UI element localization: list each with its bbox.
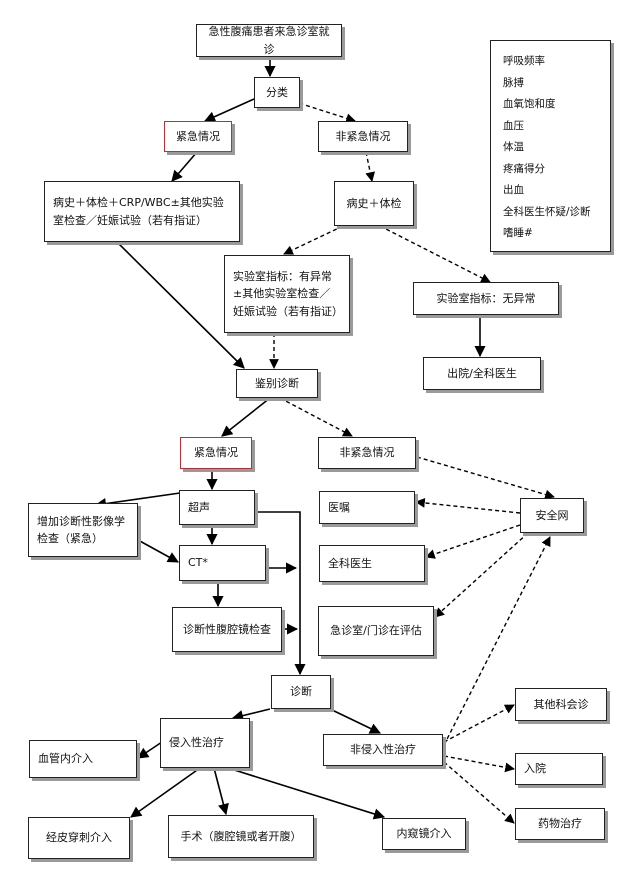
edge-triage-nonurgent1 (285, 98, 356, 123)
node-workup-urgent: 病史＋体检＋CRP/WBC±其他实验室检查／妊娠试验（若有指证） (44, 181, 240, 242)
edge-nonurgent1-workup (365, 151, 376, 182)
node-consult: 其他科会诊 (515, 688, 607, 721)
node-urgent-1: 紧急情况 (164, 121, 232, 152)
node-intravascular: 血管内介入 (29, 740, 137, 778)
edge-nonurgent2-safetynet (416, 456, 555, 500)
edge-noninvasive-admit (443, 755, 515, 773)
edge-urgent1-workup (171, 151, 198, 182)
node-start: 急性腹痛患者来急诊室就诊 (196, 24, 342, 57)
node-ct: CT* (179, 545, 266, 581)
node-diagnosis: 诊断 (271, 675, 331, 709)
edge-safetynet-advice (415, 498, 521, 514)
node-laparoscopy-dx: 诊断性腹腔镜检查 (172, 607, 282, 652)
vital-signs-legend: 呼吸频率 脉搏 血氧饱和度 血压 体温 疼痛得分 出血 全科医生怀疑/诊断 嗜睡… (490, 40, 611, 252)
legend-item: 出血 (503, 184, 524, 196)
legend-item: 脉搏 (503, 76, 524, 89)
edge-noninvasive-safetynet (443, 536, 551, 746)
edge-imaging-ct (137, 539, 179, 563)
legend-item: 呼吸频率 (503, 55, 545, 67)
node-surgery: 手术（腹腔镜或者开腹） (168, 815, 314, 858)
legend-item: 嗜睡# (503, 227, 533, 239)
legend-item: 体温 (503, 141, 524, 153)
node-endoscopic: 内窥镜介入 (382, 818, 466, 850)
edge-noninvasive-drug (443, 761, 515, 824)
edge-differential-nonurgent2 (279, 397, 353, 437)
edge-triage-urgent1 (203, 98, 255, 122)
edge-safetynet-gp (425, 524, 521, 559)
node-gp: 全科医生 (319, 545, 425, 582)
edge-invasive-intravascular (137, 741, 163, 759)
edge-differential-urgent2 (221, 397, 271, 437)
legend-item: 血氧饱和度 (503, 98, 556, 110)
node-discharge: 出院/全科医生 (423, 357, 541, 390)
node-nonurgent-2: 非紧急情况 (318, 437, 416, 469)
legend-item: 全科医生怀疑/诊断 (503, 205, 591, 218)
edge-diagnosis-noninvasive (329, 708, 382, 734)
edge-invasive-endoscopic (227, 767, 386, 820)
node-add-imaging: 增加诊断性影像学检查（紧急） (28, 503, 138, 557)
legend-item: 血压 (503, 119, 524, 132)
node-advice: 医嘱 (319, 491, 415, 524)
node-ultrasound: 超声 (179, 490, 255, 525)
node-workup-nonurgent: 病史＋体检 (334, 181, 414, 226)
node-drug: 药物治疗 (515, 808, 605, 840)
edge-diagnosis-invasive (231, 708, 271, 722)
node-safety-net: 安全网 (520, 498, 584, 533)
edge-workup-lababnormal (283, 225, 344, 255)
node-urgent-2: 紧急情况 (180, 437, 252, 469)
node-lab-normal: 实验室指标：无异常 (413, 282, 559, 315)
legend-item: 疼痛得分 (503, 162, 545, 175)
node-nonurgent-1: 非紧急情况 (318, 121, 408, 152)
node-lab-abnormal: 实验室指标：有异常±其他实验室检查／妊娠试验（若有指证） (224, 255, 350, 333)
node-er-reassess: 急诊室/门诊在评估 (318, 606, 434, 656)
edge-workup-labnormal (379, 225, 491, 283)
node-admit: 入院 (515, 753, 603, 785)
node-differential: 鉴别诊断 (236, 369, 318, 398)
node-triage: 分类 (254, 77, 300, 108)
edge-invasive-surgery (213, 767, 229, 816)
edge-workup-differential (116, 241, 245, 369)
edge-ultrasound-diagnosis (255, 511, 306, 676)
edge-safetynet-reassess (434, 532, 529, 618)
node-noninvasive: 非侵入性治疗 (323, 734, 443, 766)
edge-noninvasive-consult (443, 704, 515, 743)
node-percutaneous: 经皮穿刺介入 (28, 817, 130, 859)
edge-invasive-percutaneous (130, 767, 201, 818)
node-invasive: 侵入性治疗 (160, 718, 250, 768)
